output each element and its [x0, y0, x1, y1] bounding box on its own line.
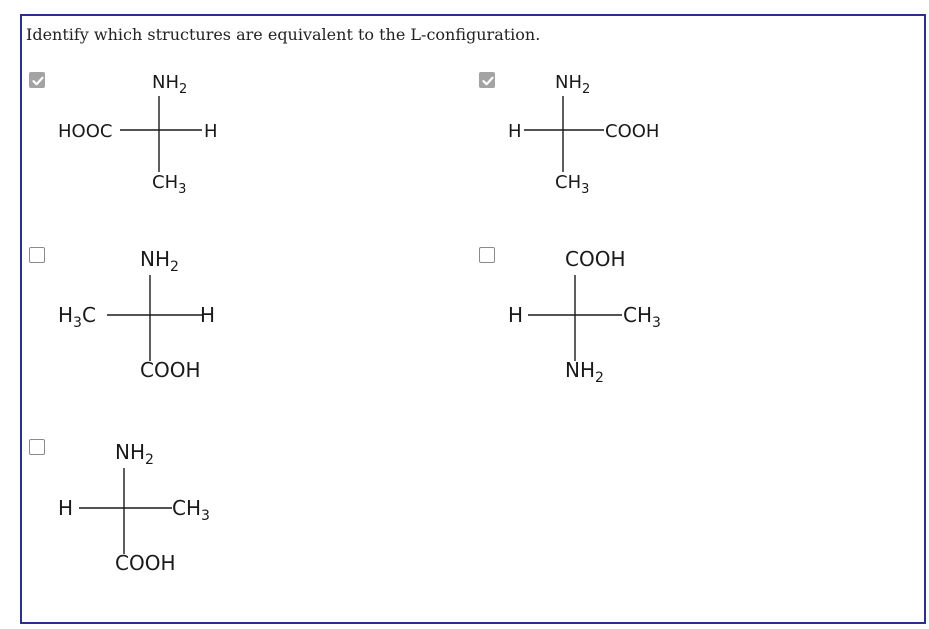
option-5-right-group: CH3: [172, 496, 210, 524]
option-4-structure[interactable]: COOH H CH3 NH2: [502, 241, 702, 386]
option-5-top-group: NH2: [115, 440, 154, 468]
option-3-bottom-group: COOH: [140, 358, 201, 382]
option-5-structure[interactable]: NH2 H CH3 COOH: [52, 434, 232, 579]
question-frame: Identify which structures are equivalent…: [20, 14, 926, 624]
option-5-checkbox[interactable]: [29, 439, 45, 455]
option-1-structure[interactable]: NH2 HOOC H CH3: [52, 66, 232, 201]
option-3-right-group: H: [200, 303, 215, 327]
option-3-left-group: H3C: [58, 303, 96, 331]
option-3-structure[interactable]: NH2 H3C H COOH: [52, 241, 232, 386]
option-5-bottom-group: COOH: [115, 551, 176, 575]
option-2-left-group: H: [508, 121, 522, 142]
option-4-right-group: CH3: [623, 303, 661, 331]
option-2-structure[interactable]: NH2 H COOH CH3: [502, 66, 682, 201]
option-3-top-group: NH2: [140, 247, 179, 275]
option-1-checkbox[interactable]: [29, 72, 45, 88]
option-2-checkbox[interactable]: [479, 72, 495, 88]
option-2-right-group: COOH: [605, 121, 659, 142]
check-icon: [32, 76, 44, 86]
option-4-top-group: COOH: [565, 247, 626, 271]
option-3-checkbox[interactable]: [29, 247, 45, 263]
option-2-bottom-group: CH3: [555, 172, 589, 197]
check-icon: [482, 76, 494, 86]
question-text: Identify which structures are equivalent…: [26, 25, 541, 44]
option-2-top-group: NH2: [555, 72, 590, 97]
option-1-bottom-group: CH3: [152, 172, 186, 197]
option-1-top-group: NH2: [152, 72, 187, 97]
option-1-left-group: HOOC: [58, 121, 112, 142]
option-4-bottom-group: NH2: [565, 358, 604, 386]
option-5-left-group: H: [58, 496, 73, 520]
option-1-right-group: H: [204, 121, 218, 142]
option-4-checkbox[interactable]: [479, 247, 495, 263]
option-4-left-group: H: [508, 303, 523, 327]
